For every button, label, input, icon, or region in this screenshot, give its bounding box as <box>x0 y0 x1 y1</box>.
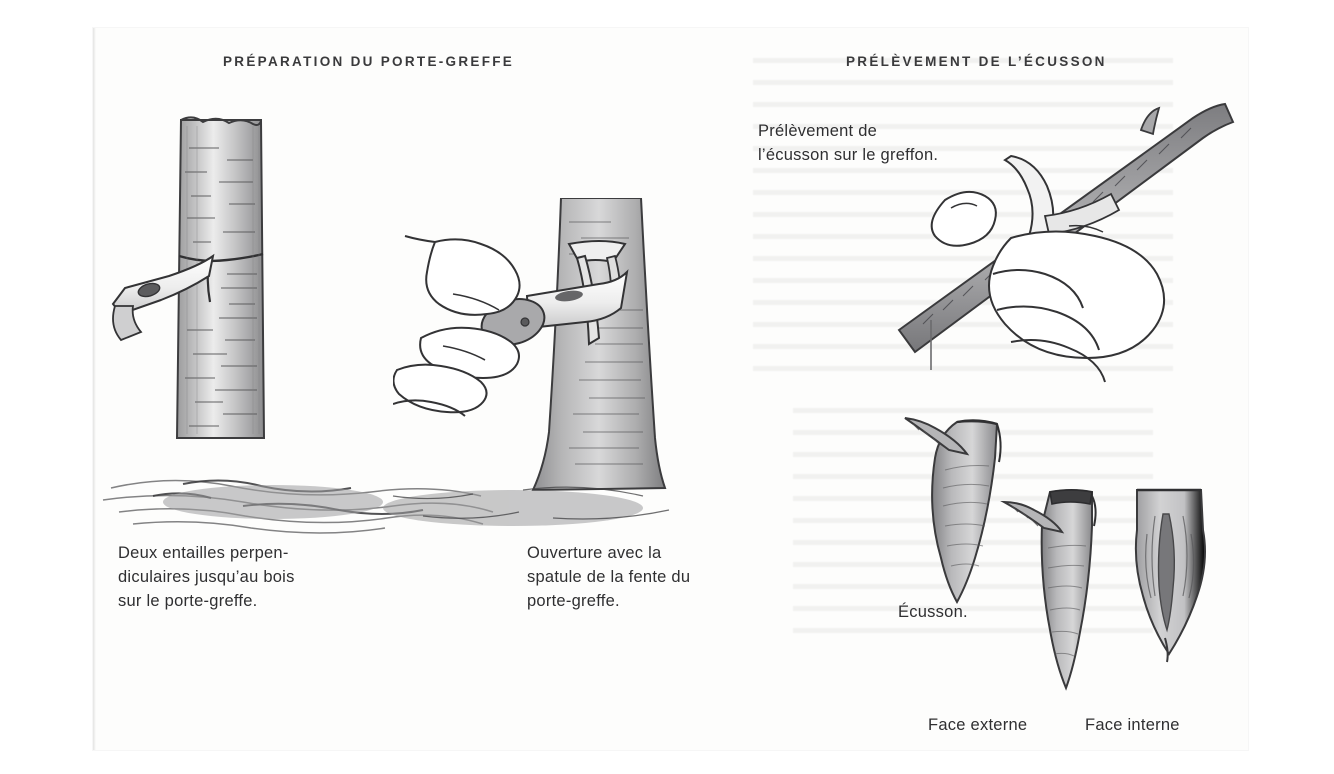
caption-scion-bud-removal: Prélèvement de l’écusson sur le greffon. <box>758 122 939 164</box>
label-face-externe: Face externe <box>928 716 1028 734</box>
illustration-rootstock-trunk-with-hand <box>393 198 723 528</box>
illustration-bud-shield-inner-face <box>1103 468 1243 718</box>
label-ecusson: Écusson. <box>898 603 968 621</box>
illustration-rootstock-trunk-with-knife <box>103 108 403 528</box>
illustration-bud-shield-with-bud <box>853 398 1013 628</box>
caption-spatula-opening: Ouverture avec la spatule de la fente du… <box>527 544 691 610</box>
scanned-page-sheet: PRÉPARATION DU PORTE-GREFFE <box>93 28 1248 750</box>
section-heading-left: PRÉPARATION DU PORTE-GREFFE <box>223 54 515 69</box>
illustration-ground-soil-left <box>93 438 733 548</box>
label-face-interne: Face interne <box>1085 716 1180 734</box>
caption-rootstock-cuts: Deux entailles perpen- diculaires jusqu’… <box>118 544 295 610</box>
illustration-bud-shield-outer-face <box>998 468 1138 718</box>
section-heading-right: PRÉLÈVEMENT DE L’ÉCUSSON <box>846 54 1107 69</box>
illustration-hand-cutting-scion-branch <box>893 88 1253 388</box>
